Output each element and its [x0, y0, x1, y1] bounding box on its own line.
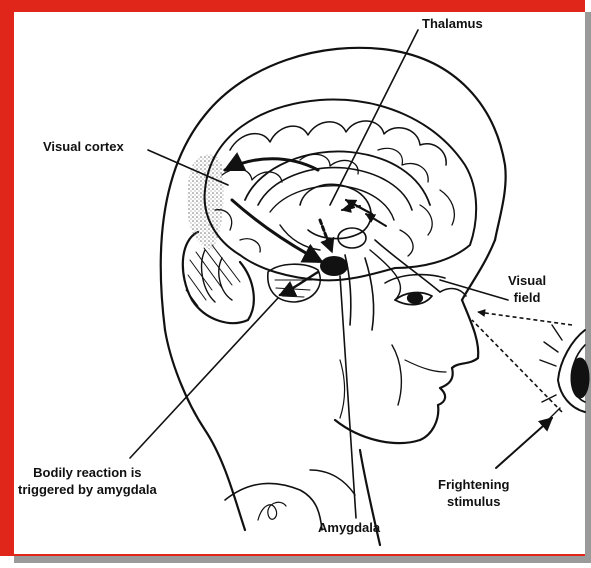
label-bodily-reaction-line-2: triggered by amygdala: [18, 481, 157, 498]
label-frightening-stimulus-line-2: stimulus: [438, 493, 510, 510]
label-frightening-stimulus: Frightening stimulus: [438, 476, 510, 510]
label-frightening-stimulus-line-1: Frightening: [438, 476, 510, 493]
label-visual-field: Visual field: [508, 272, 546, 306]
amygdala-structure: [320, 256, 348, 276]
label-visual-field-line-1: Visual: [508, 272, 546, 289]
label-bodily-reaction: Bodily reaction is triggered by amygdala: [18, 464, 157, 498]
label-visual-field-line-2: field: [508, 289, 546, 306]
label-thalamus: Thalamus: [422, 15, 483, 32]
label-bodily-reaction-line-1: Bodily reaction is: [18, 464, 157, 481]
label-visual-cortex: Visual cortex: [43, 138, 124, 155]
label-amygdala: Amygdala: [318, 519, 380, 536]
